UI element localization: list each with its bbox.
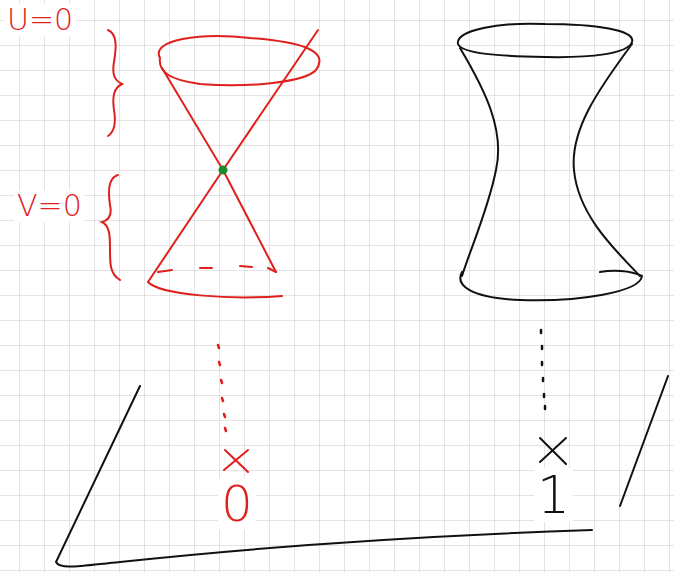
dotted-line	[541, 330, 545, 409]
double-cone	[102, 30, 319, 472]
point-label: 1	[534, 468, 573, 522]
brace	[102, 175, 120, 280]
cross-mark	[540, 438, 566, 464]
cross-mark	[224, 450, 248, 472]
apex-dot	[219, 166, 228, 175]
line-equation: U=0	[4, 4, 76, 36]
hyperboloid	[458, 24, 642, 464]
base-plane	[56, 376, 668, 567]
dotted-line	[218, 345, 226, 431]
brace	[108, 30, 122, 136]
point-label: 0	[218, 478, 256, 530]
line-equation: V=0	[14, 190, 85, 222]
